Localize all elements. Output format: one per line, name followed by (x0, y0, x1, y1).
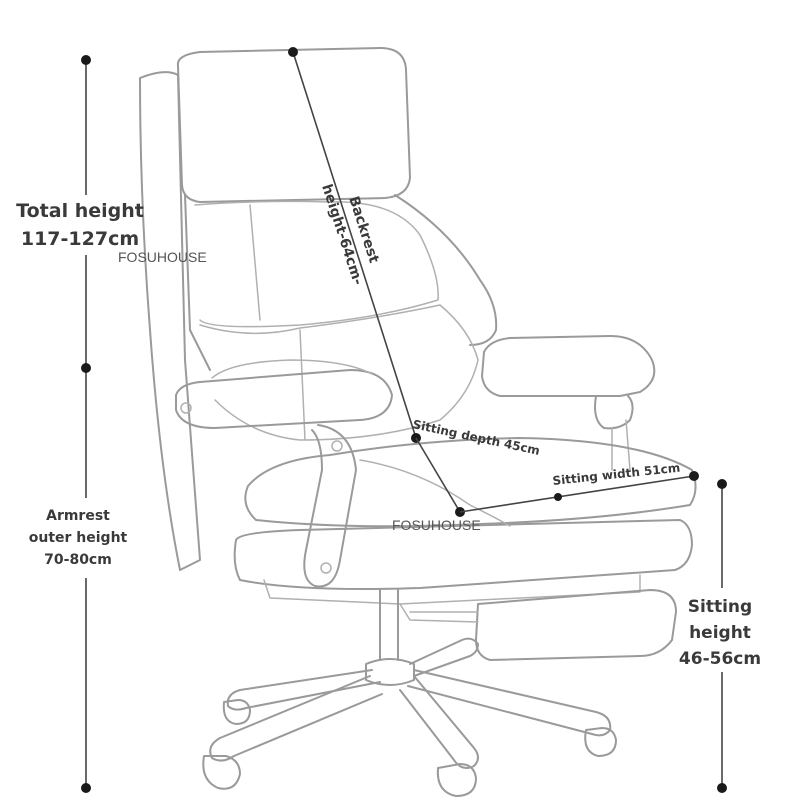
headrest (176, 47, 411, 203)
base-leg-front-left (209, 675, 383, 762)
backrest-rear-shell (139, 71, 201, 571)
armrest-label-line2: outer height (29, 530, 128, 546)
gas-lift-collar (365, 658, 415, 686)
seat-cushion-front (233, 519, 693, 590)
base-leg-front-right (399, 675, 479, 769)
left-armrest-top (211, 359, 373, 379)
right-armrest-pad (481, 335, 656, 397)
sitting-height-label-line2: height (689, 623, 751, 643)
total-height-top-dot (81, 55, 91, 65)
lumbar-cushion (199, 304, 479, 441)
base-leg-right (407, 669, 612, 737)
sitting-height-top-dot (717, 479, 727, 489)
armrest-label-line3: 70-80cm (44, 552, 112, 568)
right-armrest-support (594, 395, 634, 430)
total-height-value: 117-127cm (21, 228, 139, 250)
base-leg-back-right (409, 637, 479, 677)
caster-back-left (222, 699, 251, 725)
sitting-width-end-dot (689, 471, 699, 481)
sitting-width-mid-dot (554, 493, 562, 501)
seat-cushion-seam (359, 459, 511, 527)
backrest-top-dot (288, 47, 298, 57)
backrest-outline (184, 194, 498, 371)
upper-cushion (194, 200, 439, 328)
sitting-height-label-line3: 46-56cm (679, 649, 761, 669)
left-support-bolt-bottom (320, 562, 332, 574)
right-armrest-post (611, 419, 631, 471)
seat-cushion-top (244, 437, 697, 528)
dimension-lines (81, 47, 727, 793)
base-leg-back-left (226, 669, 381, 711)
footrest-bar (263, 574, 641, 605)
left-armrest-bolt (180, 402, 192, 414)
caster-front-right (436, 763, 477, 797)
chair-illustration (139, 47, 697, 797)
left-support-bolt-top (331, 440, 343, 452)
armrest-label-line1: Armrest (46, 508, 110, 524)
sitting-width-line (459, 475, 695, 513)
caster-front-left (202, 755, 241, 790)
caster-right (584, 727, 617, 757)
total-height-bottom-dot (81, 783, 91, 793)
sitting-depth-line (415, 437, 461, 513)
sitting-height-bottom-dot (717, 783, 727, 793)
dimension-labels: Total height 117-127cm Backrest height-6… (16, 182, 761, 669)
total-height-title: Total height (16, 200, 144, 222)
backrest-height-line (292, 51, 417, 439)
left-armrest-support (303, 424, 357, 588)
armrest-height-top-dot (81, 363, 91, 373)
footrest-pad (475, 589, 677, 661)
left-armrest-pad (175, 369, 393, 429)
brand-watermark-seat: FOSUHOUSE (392, 517, 481, 533)
sitting-width-label: Sitting width 51cm (552, 461, 681, 488)
brand-watermark-top: FOSUHOUSE (118, 249, 207, 265)
gas-lift-cylinder (379, 589, 399, 661)
sitting-height-label-line1: Sitting (688, 597, 752, 617)
footrest-arm (399, 603, 479, 623)
lumbar-inner (249, 204, 306, 441)
